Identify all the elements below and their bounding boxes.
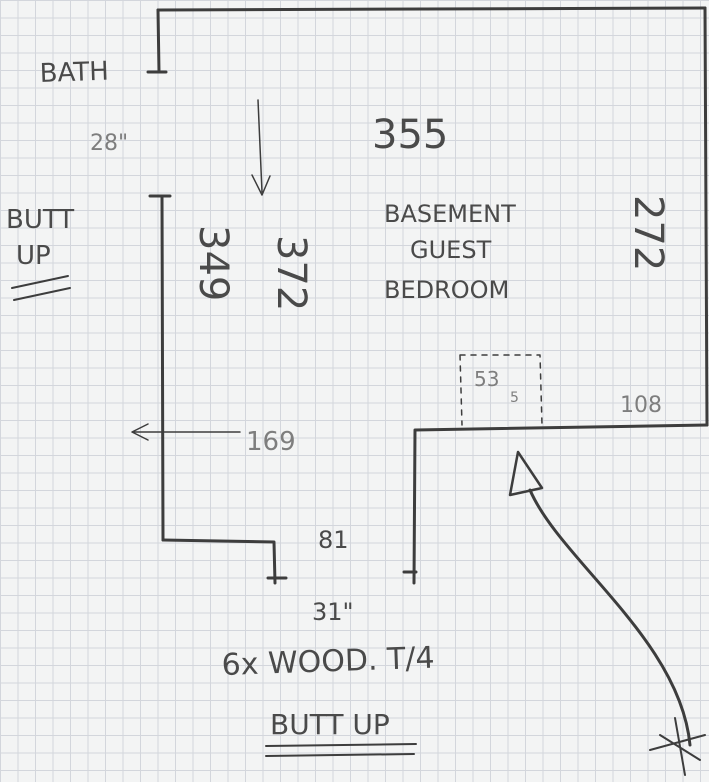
sketch-arrows bbox=[131, 99, 271, 441]
butt-up-bottom-label: BUTT UP bbox=[270, 708, 390, 741]
alcove-depth-label: 5 bbox=[510, 390, 519, 406]
right-height-label: 272 bbox=[625, 195, 671, 271]
bottom-left-wall bbox=[161, 538, 288, 585]
alcove-width-label: 53 bbox=[474, 367, 499, 391]
top-width-label: 355 bbox=[372, 112, 448, 158]
top-wall bbox=[156, 6, 707, 12]
left-height-outer-label: 349 bbox=[190, 225, 236, 301]
bath-label: BATH bbox=[39, 57, 109, 89]
room-name-line-2: GUEST bbox=[410, 236, 492, 264]
bath-gap-label: 28" bbox=[90, 131, 128, 156]
wood-note-label: 6x WOOD. T/4 bbox=[221, 641, 435, 683]
right-return-width-label: 108 bbox=[620, 393, 662, 418]
butt-up-left-label-1: BUTT bbox=[6, 205, 74, 235]
room-outline bbox=[146, 6, 709, 585]
step-width-label: 81 bbox=[318, 526, 349, 554]
room-name-line-1: BASEMENT bbox=[384, 200, 516, 228]
bottom-right-wall bbox=[402, 423, 709, 585]
butt-up-left-label-2: UP bbox=[16, 241, 51, 271]
door-width-label: 31" bbox=[312, 598, 354, 626]
room-name-line-3: BEDROOM bbox=[384, 276, 509, 304]
alcove-outline bbox=[459, 354, 543, 426]
right-wall bbox=[703, 6, 709, 427]
entry-arrow bbox=[508, 450, 706, 776]
bath-wall bbox=[146, 8, 168, 74]
left-return-width-label: 169 bbox=[246, 427, 296, 457]
underlines bbox=[11, 275, 417, 757]
left-height-inner-label: 372 bbox=[268, 235, 314, 311]
left-wall bbox=[148, 194, 172, 542]
